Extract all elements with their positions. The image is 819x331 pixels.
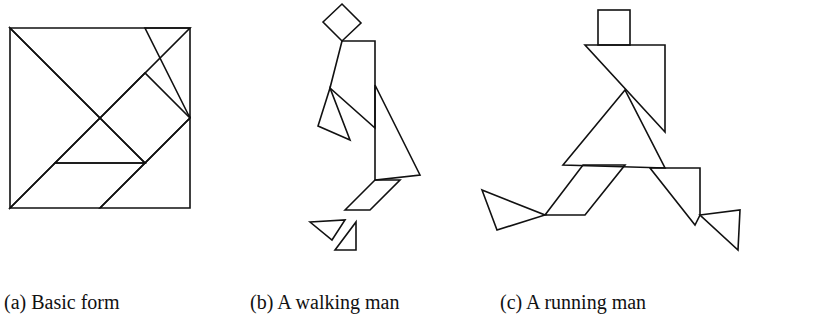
tangram-walking-man (310, 4, 420, 250)
figure-caption: (b) A walking man (250, 290, 399, 314)
tangram-running-man (482, 10, 740, 250)
figure-caption: (c) A running man (500, 290, 646, 314)
tangram-basic (10, 28, 190, 208)
figure-caption: (a) Basic form (4, 290, 120, 314)
